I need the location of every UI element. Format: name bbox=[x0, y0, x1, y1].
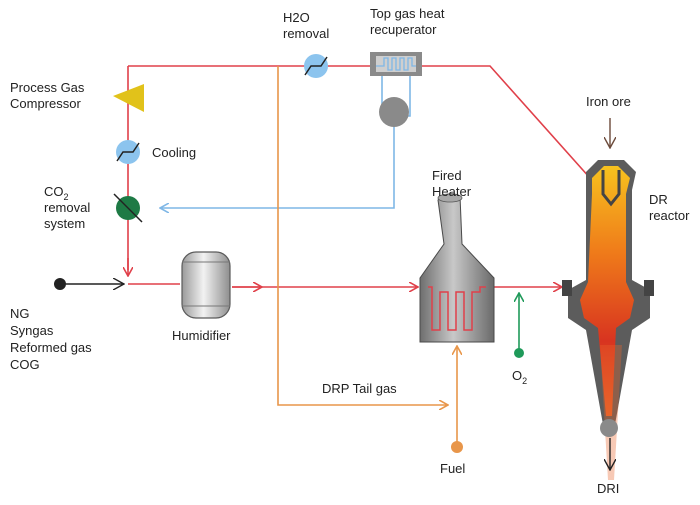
recuperator-icon bbox=[370, 52, 422, 76]
fuel-source-dot bbox=[451, 441, 463, 453]
process-gas-compressor-label: Process Gas Compressor bbox=[10, 80, 88, 111]
recuperator-blower-icon bbox=[379, 97, 409, 127]
fired-heater-icon bbox=[419, 193, 495, 343]
dr-reactor-label: DR reactor bbox=[649, 192, 690, 223]
dr-reactor-icon bbox=[562, 160, 654, 480]
o2-label: O2 bbox=[512, 368, 527, 386]
iron-ore-label: Iron ore bbox=[586, 94, 631, 109]
humidifier-label: Humidifier bbox=[172, 328, 231, 343]
fuel-label: Fuel bbox=[440, 461, 465, 476]
co2-removal-label: CO2 removal system bbox=[44, 184, 94, 231]
top-gas-line bbox=[128, 65, 591, 179]
blue-recycle-lines bbox=[160, 76, 411, 208]
h2o-removal-icon bbox=[304, 54, 328, 78]
orange-tail-gas-lines bbox=[277, 66, 457, 443]
feed-source-dot bbox=[54, 278, 66, 290]
co2-removal-icon bbox=[113, 193, 143, 223]
tail-gas-label: DRP Tail gas bbox=[322, 381, 397, 396]
o2-source-dot bbox=[514, 348, 524, 358]
feed-gas-label: NG Syngas Reformed gas COG bbox=[10, 306, 95, 372]
fired-heater-label: Fired Heater bbox=[432, 168, 472, 199]
cooling-label: Cooling bbox=[152, 145, 196, 160]
dri-label: DRI bbox=[597, 481, 619, 496]
top-gas-recuperator-label: Top gas heat recuperator bbox=[370, 6, 448, 37]
humidifier-icon bbox=[181, 251, 231, 319]
h2o-removal-label: H2O removal bbox=[283, 10, 329, 41]
cooling-icon bbox=[116, 140, 140, 164]
compressor-icon bbox=[113, 84, 144, 112]
